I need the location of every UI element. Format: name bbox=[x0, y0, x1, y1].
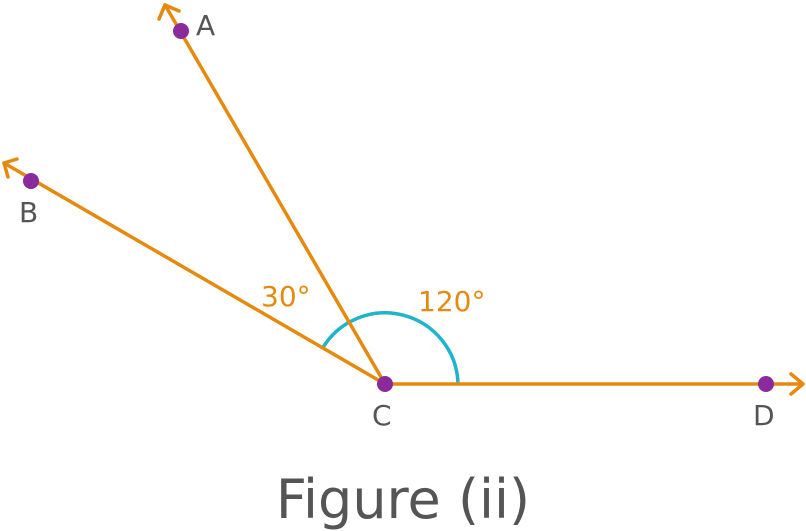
point-label-d: D bbox=[753, 399, 775, 432]
point-label-b: B bbox=[19, 196, 38, 229]
figure-caption: Figure (ii) bbox=[276, 468, 530, 531]
ray-cb bbox=[2, 161, 387, 386]
point-a bbox=[173, 23, 189, 39]
point-c bbox=[377, 376, 393, 392]
ray-ca bbox=[163, 3, 387, 386]
point-b bbox=[23, 173, 39, 189]
point-label-a: A bbox=[196, 9, 215, 42]
angle-label-30: 30° bbox=[261, 280, 311, 313]
arrowhead-b bbox=[2, 157, 19, 179]
point-d bbox=[758, 376, 774, 392]
arrowhead-d bbox=[789, 372, 805, 396]
arrowhead-a bbox=[157, 3, 181, 21]
angle-arc-120 bbox=[320, 311, 460, 385]
angle-label-120: 120° bbox=[418, 285, 485, 318]
point-label-c: C bbox=[372, 399, 392, 432]
